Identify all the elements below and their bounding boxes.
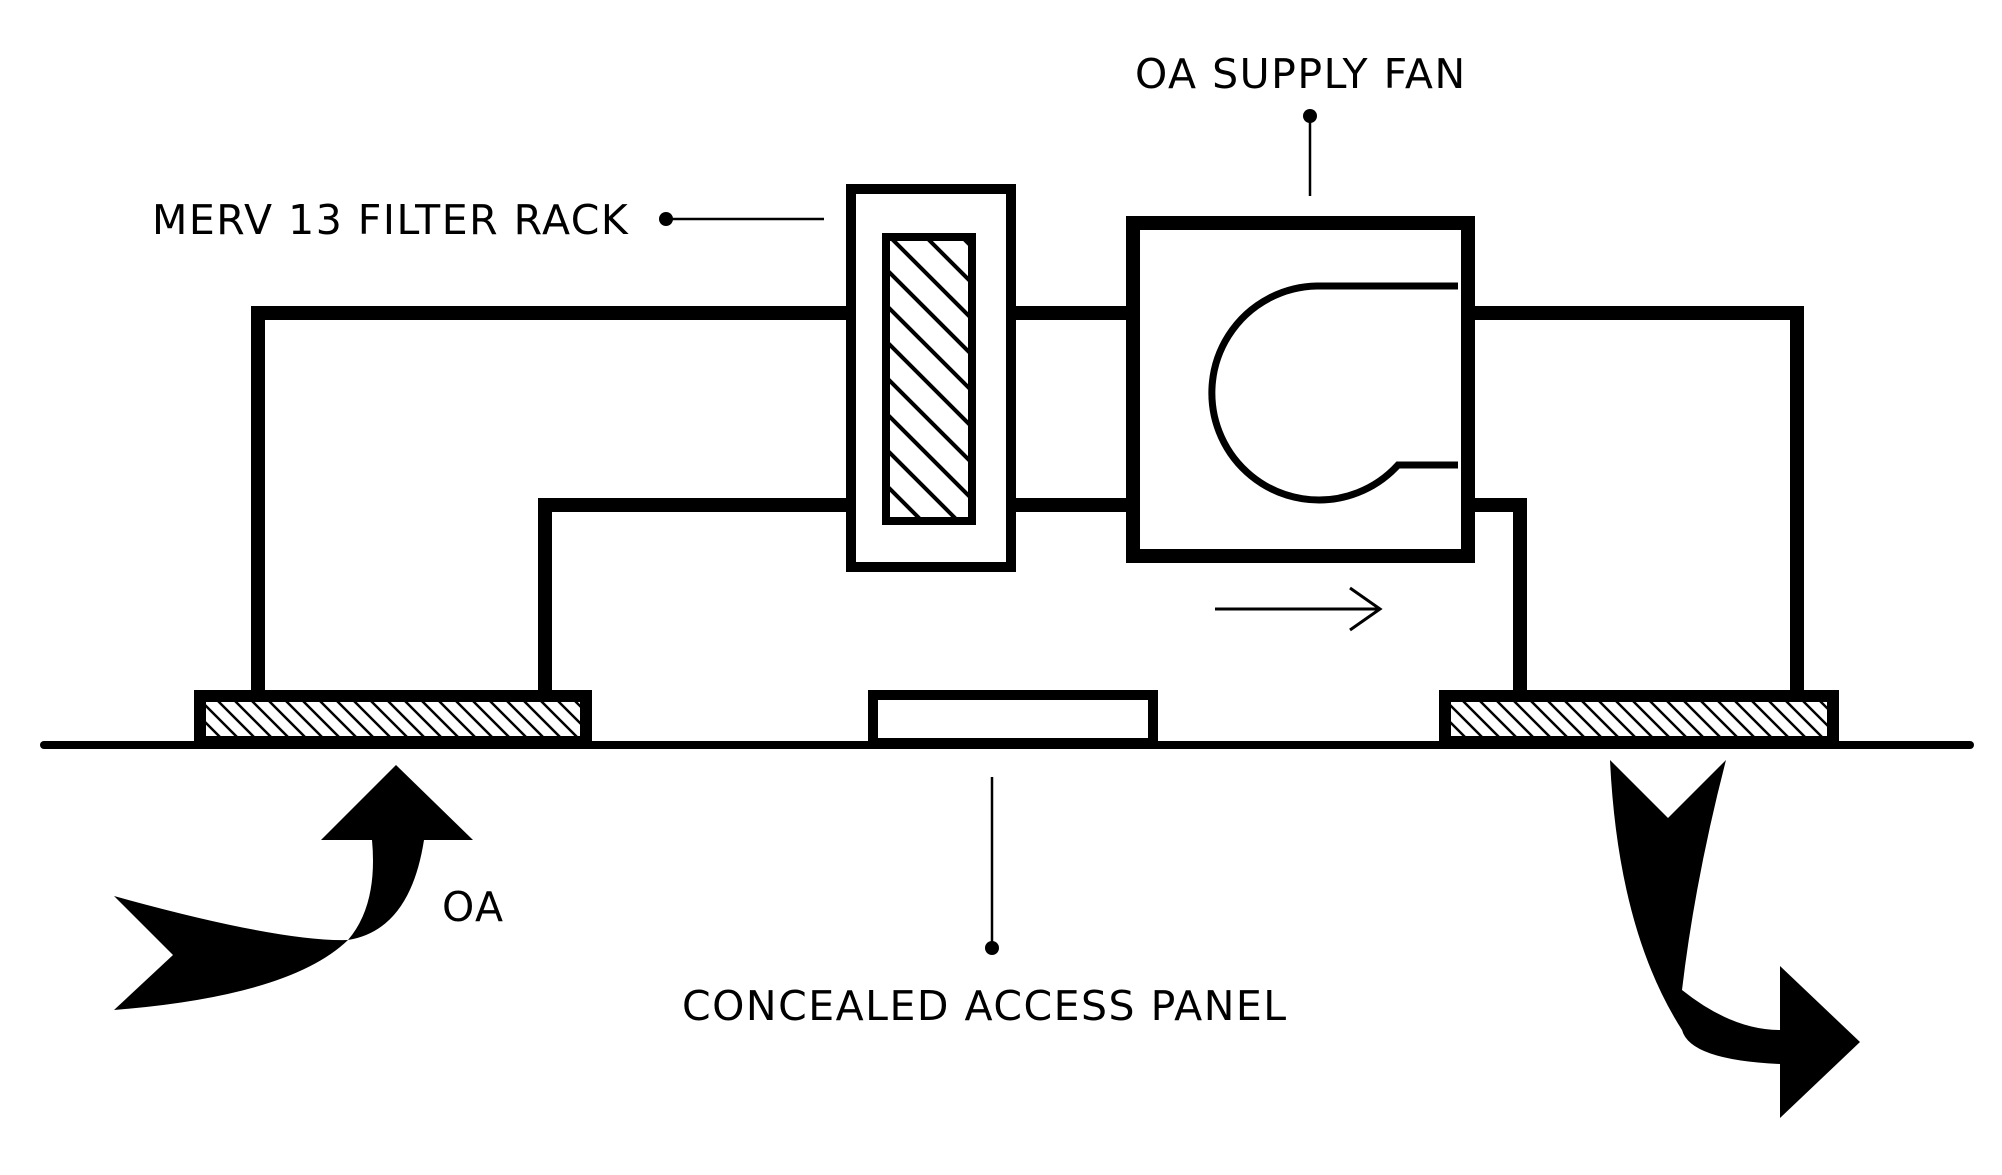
hatch-line <box>1665 700 1705 738</box>
hatch-line <box>608 700 646 738</box>
connecting-duct <box>1008 306 1133 512</box>
hatch-line <box>1836 700 1874 738</box>
filter-media-hatch <box>886 237 1534 521</box>
hatch-line <box>886 338 972 430</box>
fan-scroll <box>1208 282 1458 504</box>
hatch-line <box>369 700 409 738</box>
hatch-line <box>335 700 375 738</box>
hatch-line <box>1750 700 1790 738</box>
hatch-line <box>886 446 960 521</box>
hatch-line <box>1648 700 1688 738</box>
hatch-line <box>267 700 307 738</box>
filter-rack-label: MERV 13 FILTER RACK <box>152 196 629 244</box>
access-panel-label: CONCEALED ACCESS PANEL <box>682 982 1288 1030</box>
supply-fan-housing <box>1126 216 1475 563</box>
hatch-line <box>886 518 888 521</box>
hatch-line <box>403 700 443 738</box>
hatch-line <box>204 719 222 738</box>
hatch-line <box>250 700 290 738</box>
hatch-line <box>1449 719 1467 738</box>
hatch-line <box>301 700 341 738</box>
oa-supply-fan-label: OA SUPPLY FAN <box>1135 50 1467 98</box>
hatch-line <box>488 700 528 738</box>
oa-supply-fan-leader <box>1303 109 1317 196</box>
hatch-line <box>1546 700 1586 738</box>
hatch-line <box>1801 700 1829 729</box>
hatch-line <box>1767 700 1807 738</box>
hatch-line <box>318 700 358 738</box>
hatch-line <box>1495 700 1535 738</box>
hatch-line <box>1478 700 1518 738</box>
filter-media <box>882 233 976 525</box>
hatch-line <box>573 700 582 710</box>
hatch-line <box>437 700 477 738</box>
hatch-line <box>960 237 972 250</box>
hatch-line <box>1818 700 1829 712</box>
hatch-line <box>1631 700 1671 738</box>
supply-air-outlet-arrow <box>1610 760 1860 1118</box>
hatch-line <box>1784 700 1824 738</box>
concealed-access-panel <box>868 690 1158 748</box>
hatch-line <box>539 700 579 738</box>
hatch-line <box>284 700 324 738</box>
filter-rack-housing <box>846 184 1016 572</box>
hatch-line <box>204 702 239 738</box>
hatch-line <box>1682 700 1722 738</box>
filter-rack-leader <box>659 212 824 226</box>
hatch-line <box>1563 700 1603 738</box>
supply-grille <box>1439 690 1839 748</box>
hatch-line <box>505 700 545 738</box>
hatch-line <box>1250 237 1534 521</box>
hatch-line <box>1034 237 1318 521</box>
hatch-line <box>886 302 972 394</box>
hatch-line <box>1178 237 1462 521</box>
hatch-line <box>1449 702 1484 738</box>
hatch-line <box>233 700 273 738</box>
hatch-line <box>1597 700 1637 738</box>
outside-air-inlet-arrow <box>114 765 473 1010</box>
hatch-line <box>886 410 972 502</box>
hatch-line <box>386 700 426 738</box>
hatch-line <box>591 700 629 738</box>
intake-grille <box>194 690 592 748</box>
hatch-line <box>1529 700 1569 738</box>
outside-air-label: OA <box>442 883 505 931</box>
hatch-line <box>522 700 562 738</box>
hatch-line <box>1614 700 1654 738</box>
hatch-line <box>1853 700 1891 738</box>
supply-grille-hatch <box>1449 700 1891 738</box>
hatch-line <box>420 700 460 738</box>
hatch-line <box>1699 700 1739 738</box>
hatch-line <box>1580 700 1620 738</box>
hatch-line <box>471 700 511 738</box>
intake-grille-hatch <box>204 700 646 738</box>
hatch-line <box>1716 700 1756 738</box>
hatch-line <box>886 266 972 358</box>
airflow-direction-arrow <box>1215 586 1383 632</box>
hatch-line <box>1106 237 1390 521</box>
hatch-line <box>1733 700 1773 738</box>
hatch-line <box>216 700 256 738</box>
hatch-line <box>888 237 972 322</box>
hatch-line <box>1512 700 1552 738</box>
hatch-line <box>454 700 494 738</box>
hatch-line <box>352 700 392 738</box>
hatch-line <box>886 482 924 521</box>
hatch-line <box>1461 700 1501 738</box>
supply-duct <box>1468 306 1804 697</box>
access-panel-leader <box>985 777 999 955</box>
hatch-line <box>556 700 582 727</box>
intake-duct <box>251 306 854 697</box>
